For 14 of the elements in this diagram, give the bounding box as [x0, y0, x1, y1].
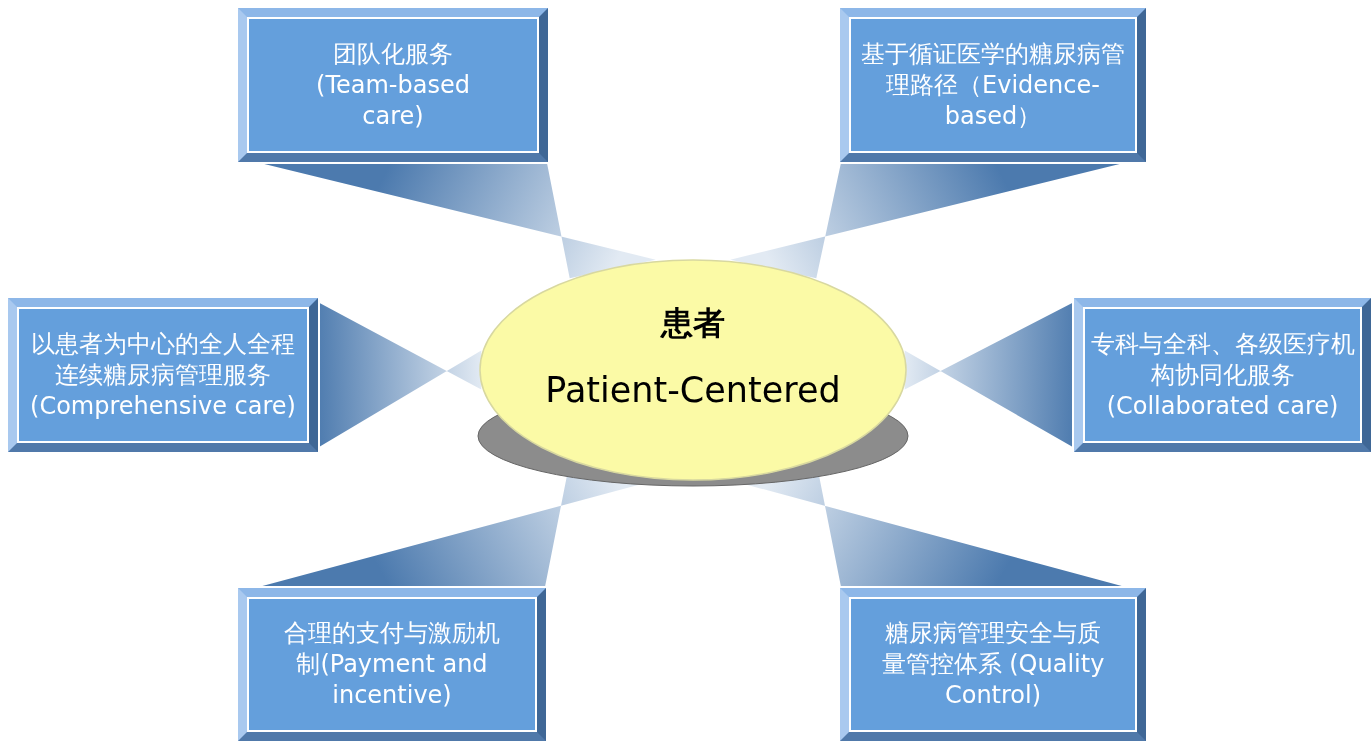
beveled-box — [840, 588, 1146, 741]
beveled-box — [8, 298, 318, 452]
box-text: 基于循证医学的糖尿病管理路径（Evidence-based） — [860, 38, 1126, 132]
box-text: 团队化服务 (Team-based care) — [315, 38, 471, 132]
box-text: 糖尿病管理安全与质量管控体系 (Quality Control) — [880, 618, 1106, 711]
box-text: 以患者为中心的全人全程连续糖尿病管理服务 (Comprehensive care) — [29, 328, 297, 422]
center-subtitle: Patient-Centered — [544, 370, 842, 410]
beveled-box — [1074, 298, 1371, 452]
beveled-box — [238, 588, 546, 741]
center-heading: 患者 — [659, 303, 726, 344]
box-text: 合理的支付与激励机制(Payment and incentive) — [283, 618, 501, 711]
beveled-box — [840, 8, 1146, 162]
beveled-box — [238, 8, 548, 162]
box-text: 专科与全科、各级医疗机构协同化服务 (Collaborated care) — [1090, 328, 1355, 422]
